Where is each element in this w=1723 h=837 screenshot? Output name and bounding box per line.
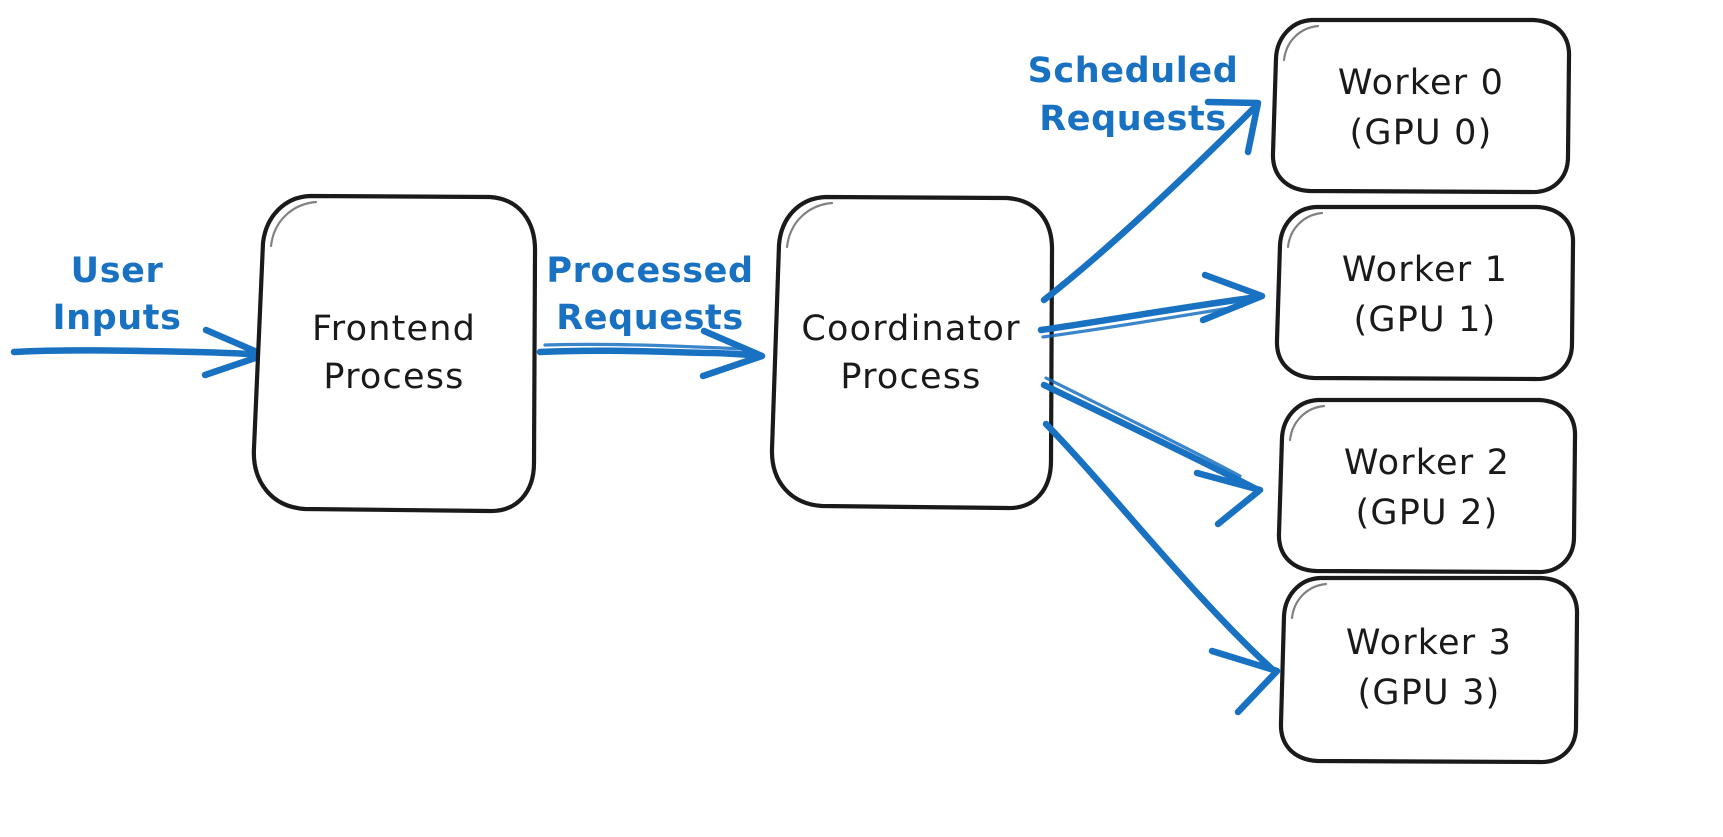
- worker-0-label-line2: (GPU 0): [1350, 113, 1493, 153]
- worker-1-box-sketch: [1286, 211, 1324, 249]
- worker0-arrow-head: [1204, 98, 1262, 156]
- user-inputs-arrow-line: [10, 347, 266, 359]
- frontend-process-box-sketch: [269, 200, 318, 248]
- worker-3-box-sketch: [1290, 582, 1328, 620]
- edge-coordinator-to-worker0: [1040, 98, 1262, 304]
- worker2-arrow-head: [1193, 469, 1264, 528]
- processed-requests-arrow-line-sketch: [543, 342, 744, 351]
- worker0-arrow-line: [1040, 105, 1257, 304]
- worker-0-label-line1: Worker 0: [1338, 63, 1504, 103]
- worker2-arrow-line-sketch: [1044, 376, 1242, 478]
- worker-2-label-line2: (GPU 2): [1356, 493, 1499, 533]
- user-inputs-label-line1: User: [71, 251, 164, 291]
- worker-1-label-line2: (GPU 1): [1354, 300, 1497, 340]
- worker3-arrow-line: [1042, 420, 1276, 673]
- edge-label-scheduled-requests: Scheduled Requests: [1028, 51, 1239, 139]
- edge-label-user-inputs: User Inputs: [52, 251, 181, 338]
- processed-requests-label-line1: Processed: [546, 251, 753, 291]
- worker1-arrow-head: [1199, 271, 1266, 324]
- worker-2-label-line1: Worker 2: [1344, 443, 1510, 483]
- frontend-process-label-line1: Frontend: [312, 309, 476, 349]
- edge-coordinator-to-worker3: [1042, 420, 1281, 716]
- node-worker-1[interactable]: Worker 1 (GPU 1): [1274, 204, 1576, 382]
- worker-2-box-sketch: [1288, 404, 1326, 442]
- worker-3-label-line2: (GPU 3): [1358, 673, 1501, 713]
- worker3-arrow-head: [1208, 647, 1281, 716]
- scheduled-requests-label-line2: Requests: [1039, 99, 1227, 139]
- node-coordinator-process[interactable]: Coordinator Process: [769, 194, 1055, 511]
- worker-1-box[interactable]: [1274, 204, 1576, 382]
- worker-3-label-line1: Worker 3: [1346, 623, 1512, 663]
- worker2-arrow-line: [1040, 381, 1260, 493]
- coordinator-process-box[interactable]: [769, 194, 1055, 511]
- node-worker-2[interactable]: Worker 2 (GPU 2): [1276, 397, 1578, 575]
- frontend-process-box[interactable]: [251, 193, 538, 514]
- edge-coordinator-to-worker1: [1037, 271, 1266, 339]
- coordinator-process-label-line1: Coordinator: [801, 309, 1020, 349]
- user-inputs-label-line2: Inputs: [52, 298, 181, 338]
- scheduled-requests-label-line1: Scheduled: [1028, 51, 1239, 91]
- worker1-arrow-line: [1037, 293, 1262, 334]
- edge-frontend-to-coordinator: [536, 327, 766, 380]
- node-worker-0[interactable]: Worker 0 (GPU 0): [1270, 17, 1572, 195]
- worker-2-box[interactable]: [1276, 397, 1578, 575]
- worker-3-box[interactable]: [1278, 575, 1580, 765]
- edge-label-processed-requests: Processed Requests: [546, 251, 753, 338]
- node-frontend-process[interactable]: Frontend Process: [251, 193, 538, 514]
- worker1-arrow-line-sketch: [1041, 304, 1244, 339]
- worker-0-box-sketch: [1282, 24, 1320, 62]
- processed-requests-arrow-line: [536, 347, 764, 360]
- processed-requests-label-line2: Requests: [556, 298, 744, 338]
- coordinator-process-box-sketch: [785, 201, 834, 249]
- coordinator-process-label-line2: Process: [840, 357, 981, 397]
- worker-0-box[interactable]: [1270, 17, 1572, 195]
- processed-requests-arrow-head: [699, 327, 766, 380]
- worker-1-label-line1: Worker 1: [1342, 250, 1508, 290]
- node-worker-3[interactable]: Worker 3 (GPU 3): [1278, 575, 1580, 765]
- edge-coordinator-to-worker2: [1040, 376, 1264, 528]
- frontend-process-label-line2: Process: [323, 357, 464, 397]
